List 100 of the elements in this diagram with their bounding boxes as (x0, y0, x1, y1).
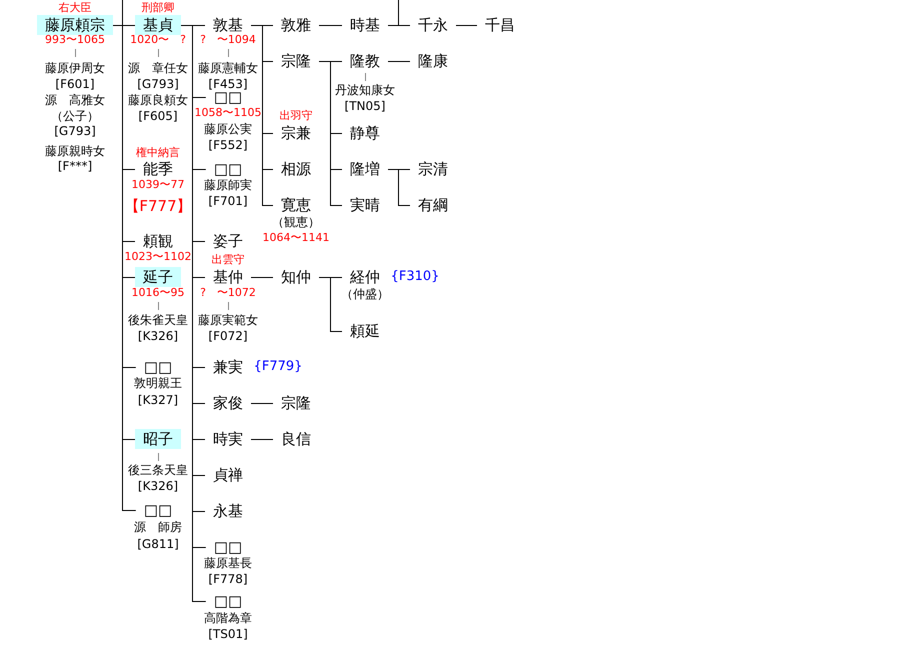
note-text: 藤原実範女 (198, 313, 258, 327)
note-text: [G811] (137, 537, 179, 551)
life-dates: 993〜1065 (45, 33, 105, 47)
person-name: 知仲 (273, 267, 319, 287)
lineage-line (318, 277, 342, 332)
person-name: 隆康 (410, 51, 456, 71)
lineage-line (388, 169, 410, 206)
life-dates: ? 〜1094 (200, 33, 256, 47)
note-text: 藤原基長 (204, 556, 252, 570)
person-name: 良信 (273, 429, 319, 449)
person-name: 頼延 (342, 321, 388, 341)
person-name: 敦雅 (273, 15, 319, 35)
person-name: 宗隆 (273, 51, 319, 71)
note-text: 源 師房 (134, 520, 182, 534)
alternate-name: （観恵） (272, 215, 320, 229)
life-dates: 1023〜1102 (124, 250, 192, 264)
person-name: 隆増 (342, 159, 388, 179)
person-name: 敦基 (205, 15, 251, 35)
note-text: [F552] (208, 138, 248, 152)
lineage-line (250, 25, 274, 206)
person-name: □□ (206, 159, 250, 179)
note-text: [F453] (208, 77, 248, 91)
note-text: [TN05] (344, 99, 386, 113)
note-text: [G793] (54, 124, 96, 138)
person-name: 能季 (135, 159, 181, 179)
highlighted-name: 基貞 (135, 15, 181, 35)
note-text: 藤原良頼女 (128, 93, 188, 107)
lineage-line (318, 25, 342, 26)
note-text: 後三条天皇 (128, 463, 188, 477)
life-dates: 1064〜1141 (262, 231, 330, 245)
note-text: 高階為章 (204, 611, 252, 625)
note-text: （公子） (51, 109, 99, 123)
life-dates: 1058〜1105 (194, 106, 262, 120)
alternate-name: （仲盛） (341, 287, 389, 301)
lineage-line (388, 61, 410, 62)
note-text: 藤原師実 (204, 178, 252, 192)
person-name: 姿子 (205, 231, 251, 251)
person-name: □□ (136, 357, 180, 377)
note-text: [K327] (138, 393, 178, 407)
person-name: 経仲 (342, 267, 388, 287)
reference-code: {F310} (390, 270, 440, 284)
note-text: [F***] (58, 159, 92, 173)
note-text: [F072] (208, 329, 248, 343)
person-name: 寛恵 (273, 195, 319, 215)
lineage-line (318, 61, 342, 206)
note-text: 源 章任女 (128, 61, 188, 75)
person-name: 隆教 (342, 51, 388, 71)
reference-code: 【F777】 (124, 199, 192, 213)
person-name: 貞禅 (205, 465, 251, 485)
person-name: 宗兼 (273, 123, 319, 143)
note-text: [F778] (208, 572, 248, 586)
highlighted-name: 昭子 (135, 429, 181, 449)
note-text: [F601] (55, 77, 95, 91)
person-name: 静尊 (342, 123, 388, 143)
person-name: 兼実 (205, 357, 251, 377)
person-name: 実晴 (342, 195, 388, 215)
note-text: 敦明親王 (134, 376, 182, 390)
lineage-line (250, 439, 274, 440)
person-name: 永基 (205, 501, 251, 521)
reference-code: {F779} (254, 360, 302, 374)
life-dates: 1039〜77 (132, 178, 184, 192)
note-text: 源 高雅女 (45, 93, 105, 107)
official-title: 刑部卿 (142, 1, 174, 15)
person-name: 宗清 (410, 159, 456, 179)
note-text: 藤原憲輔女 (198, 61, 258, 75)
lineage-line (250, 277, 274, 278)
person-name: □□ (136, 500, 180, 520)
lineage-line (456, 25, 478, 26)
person-name: □□ (206, 591, 250, 611)
person-name: 時基 (342, 15, 388, 35)
note-text: 藤原公実 (204, 122, 252, 136)
note-text: [TS01] (208, 627, 248, 641)
note-text: 藤原親時女 (45, 144, 105, 158)
note-text: [K326] (138, 479, 178, 493)
person-name: 頼観 (135, 231, 181, 251)
highlighted-name: 延子 (135, 267, 181, 287)
person-name: 千永 (410, 15, 456, 35)
person-name: 時実 (205, 429, 251, 449)
note-text: [K326] (138, 329, 178, 343)
note-text: 丹波知康女 (335, 83, 395, 97)
life-dates: ? 〜1072 (200, 286, 256, 300)
person-name: 宗隆 (273, 393, 319, 413)
person-name: 家俊 (205, 393, 251, 413)
note-text: [G793] (137, 77, 179, 91)
official-title: 権中納言 (136, 146, 180, 160)
lineage-line (398, 0, 410, 26)
official-title: 出羽守 (280, 109, 312, 123)
note-text: [F701] (208, 194, 248, 208)
note-text: 後朱雀天皇 (128, 313, 188, 327)
person-name: 千昌 (477, 15, 523, 35)
person-name: 相源 (273, 159, 319, 179)
life-dates: 1016〜95 (132, 286, 184, 300)
lineage-line (250, 403, 274, 404)
official-title: 右大臣 (58, 1, 92, 15)
note-text: [F605] (138, 109, 178, 123)
person-name: 有綱 (410, 195, 456, 215)
person-name: □□ (206, 537, 250, 557)
life-dates: 1020〜 ? (130, 33, 186, 47)
person-name: 基仲 (205, 267, 251, 287)
official-title: 出雲守 (212, 253, 244, 267)
